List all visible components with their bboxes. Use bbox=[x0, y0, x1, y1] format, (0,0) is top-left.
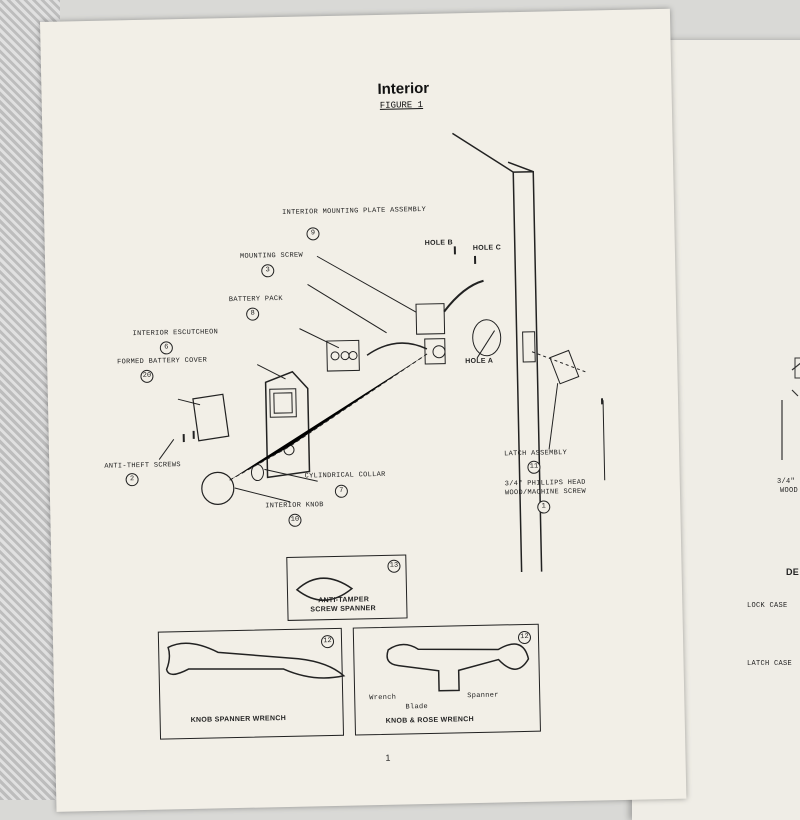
callout-13: 13 bbox=[387, 559, 401, 573]
lock-case-label: LOCK CASE bbox=[747, 602, 788, 610]
hole-c-label: HOLE C bbox=[472, 244, 502, 252]
wrench-label: Wrench bbox=[369, 693, 397, 703]
collar-label: CYLINDRICAL COLLAR bbox=[304, 470, 386, 481]
page-number: 1 bbox=[385, 752, 391, 763]
callout-12b: 12 bbox=[517, 630, 532, 645]
callout-12a: 12 bbox=[320, 634, 335, 649]
right-frac-label: 3/4" bbox=[777, 478, 796, 486]
phillips-label-2: WOOD/MACHINE SCREW bbox=[504, 487, 587, 498]
hole-b-label: HOLE B bbox=[424, 239, 454, 247]
battery-pack-label: BATTERY PACK bbox=[228, 294, 283, 305]
anti-tamper-label-1: ANTI-TAMPER bbox=[318, 596, 370, 605]
knob-rose-label: KNOB & ROSE WRENCH bbox=[385, 716, 475, 725]
latch-assembly-label: LATCH ASSEMBLY bbox=[504, 449, 568, 459]
knob-label: INTERIOR KNOB bbox=[265, 501, 324, 511]
latch-case-label: LATCH CASE bbox=[747, 660, 793, 668]
anti-tamper-label-2: SCREW SPANNER bbox=[310, 605, 377, 614]
knob-spanner-box: 12 KNOB SPANNER WRENCH bbox=[157, 627, 345, 740]
blade-label: Blade bbox=[405, 703, 429, 712]
right-page-drawing bbox=[781, 357, 800, 460]
spanner-label: Spanner bbox=[467, 691, 499, 701]
anti-tamper-box: 13 ANTI-TAMPER SCREW SPANNER bbox=[286, 554, 408, 621]
right-wood-label: WOOD bbox=[780, 487, 799, 495]
manual-page: Interior FIGURE 1 bbox=[40, 8, 687, 812]
exploded-lock-diagram bbox=[158, 132, 606, 692]
right-heading: DE bbox=[786, 567, 800, 577]
knob-spanner-label: KNOB SPANNER WRENCH bbox=[190, 715, 287, 724]
knob-rose-box: 12 Wrench Blade Spanner KNOB & ROSE WREN… bbox=[352, 623, 541, 736]
anti-theft-label: ANTI-THEFT SCREWS bbox=[104, 461, 181, 471]
mounting-screw-label: MOUNTING SCREW bbox=[239, 251, 304, 261]
hole-a-label: HOLE A bbox=[465, 357, 494, 366]
